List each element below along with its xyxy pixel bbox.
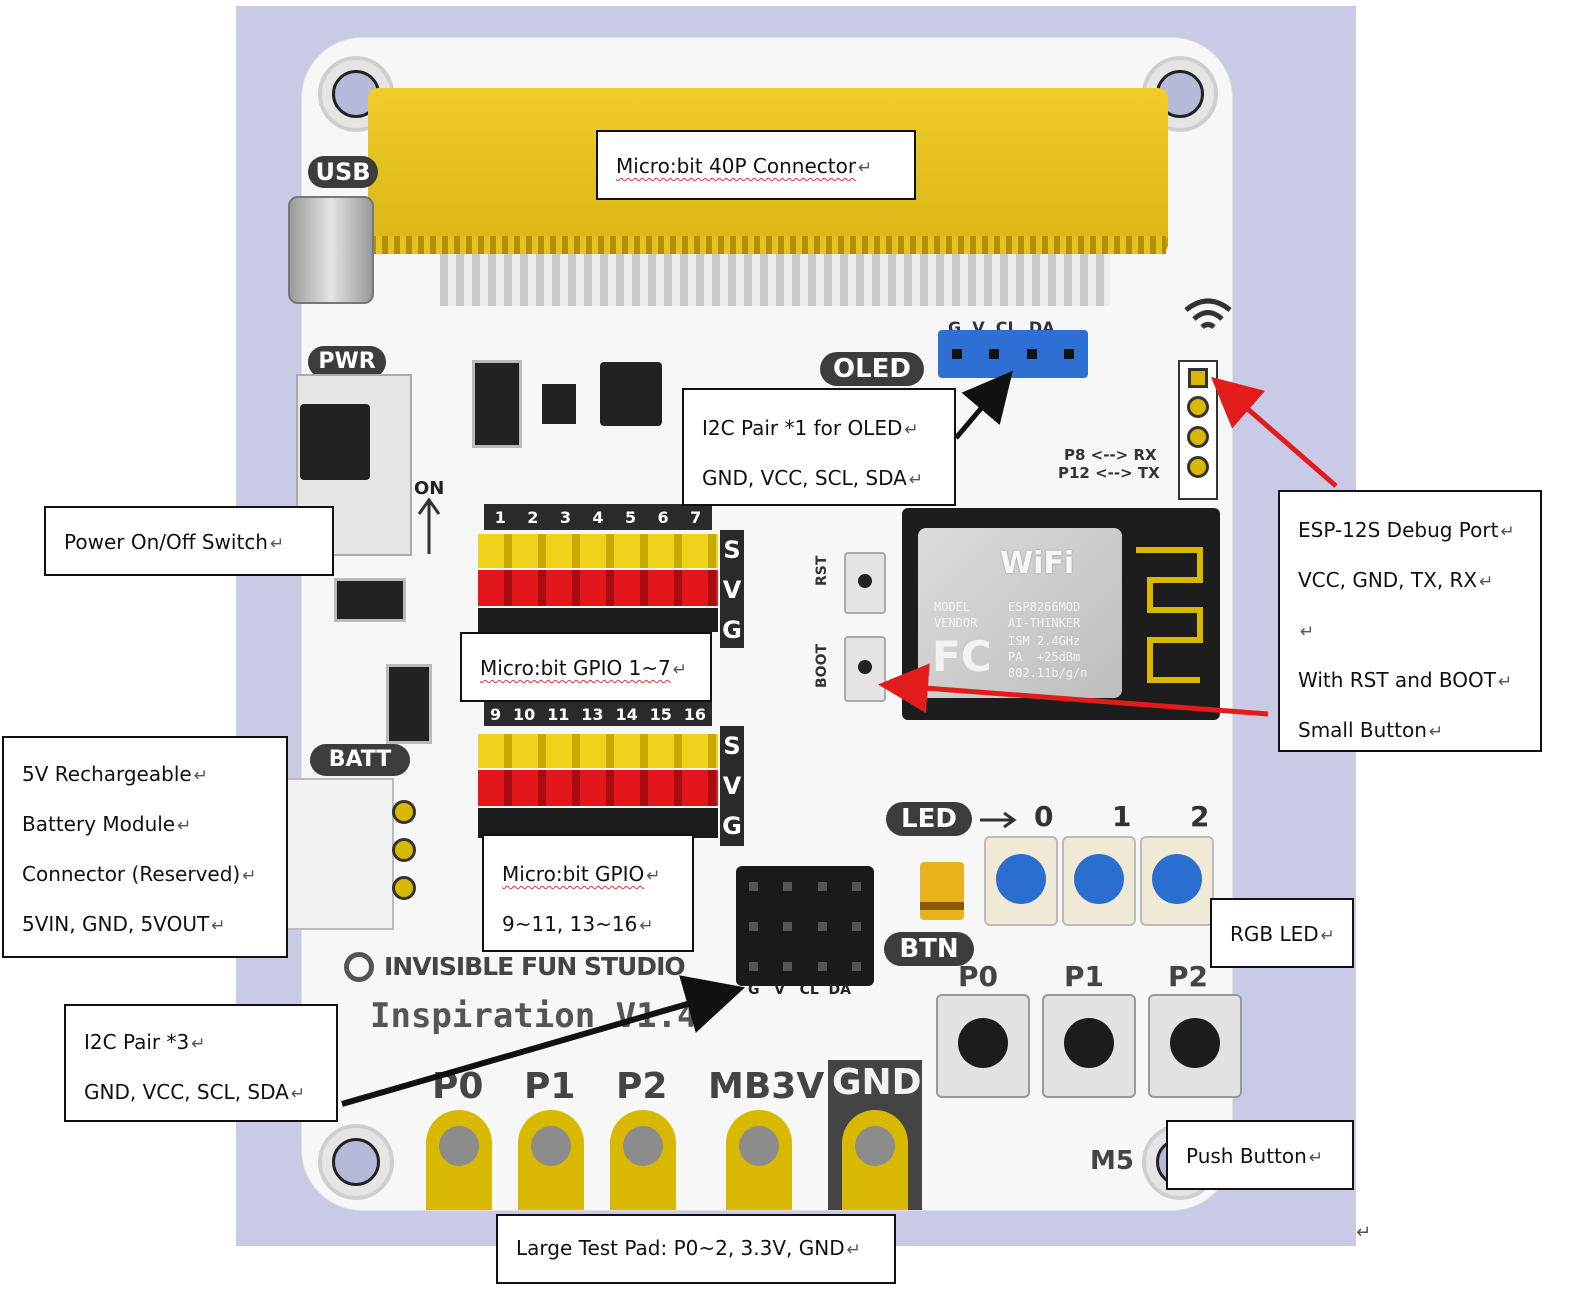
callout-esp-line-1: VCC, GND, TX, RX: [1298, 568, 1477, 592]
callout-connector-line-0: Micro:bit 40P Connector: [616, 154, 856, 178]
callout-push: Push Button↵: [1166, 1120, 1354, 1190]
callout-battery-line-1: Battery Module: [22, 812, 175, 836]
esp-debug-arrow: [1226, 390, 1336, 486]
callout-esp-line-4: Small Button: [1298, 718, 1427, 742]
callout-gpio-bottom-line-0: Micro:bit GPIO: [502, 862, 644, 886]
stray-return-mark: ↵: [1356, 1222, 1371, 1243]
callout-esp-line-3: With RST and BOOT: [1298, 668, 1496, 692]
callout-battery-line-2: Connector (Reserved): [22, 862, 240, 886]
callout-power-line-0: Power On/Off Switch: [64, 530, 268, 554]
callout-gpio-bottom: Micro:bit GPIO↵ 9~11, 13~16↵: [482, 834, 694, 952]
callout-oled-line-0: I2C Pair *1 for OLED: [702, 416, 902, 440]
i2c3-arrow: [342, 994, 722, 1104]
boot-arrow: [898, 686, 1268, 714]
callout-esp: ESP-12S Debug Port↵ VCC, GND, TX, RX↵ ↵ …: [1278, 490, 1542, 752]
callout-push-line-0: Push Button: [1186, 1144, 1307, 1168]
callout-i2c3-line-0: I2C Pair *3: [84, 1030, 189, 1054]
callout-battery-line-3: 5VIN, GND, 5VOUT: [22, 912, 209, 936]
callout-battery-line-0: 5V Rechargeable: [22, 762, 192, 786]
callout-rgb-line-0: RGB LED: [1230, 922, 1319, 946]
callout-battery: 5V Rechargeable↵ Battery Module↵ Connect…: [2, 736, 288, 958]
callout-power: Power On/Off Switch↵: [44, 506, 334, 576]
oled-arrow: [956, 386, 1000, 438]
callout-gpio-top: Micro:bit GPIO 1~7↵: [460, 632, 712, 702]
callout-i2c3-line-1: GND, VCC, SCL, SDA: [84, 1080, 289, 1104]
callout-pad-line-0: Large Test Pad: P0~2, 3.3V, GND: [516, 1236, 845, 1260]
callout-i2c3: I2C Pair *3↵ GND, VCC, SCL, SDA↵: [64, 1004, 338, 1122]
callout-connector: Micro:bit 40P Connector↵: [596, 130, 916, 200]
callout-rgb: RGB LED↵: [1210, 898, 1354, 968]
callout-gpio-top-line-0: Micro:bit GPIO 1~7: [480, 656, 671, 680]
callout-gpio-bottom-line-1: 9~11, 13~16: [502, 912, 637, 936]
callout-oled-line-1: GND, VCC, SCL, SDA: [702, 466, 907, 490]
callout-esp-line-0: ESP-12S Debug Port: [1298, 518, 1498, 542]
callout-oled: I2C Pair *1 for OLED↵ GND, VCC, SCL, SDA…: [682, 388, 956, 506]
callout-pad: Large Test Pad: P0~2, 3.3V, GND↵: [496, 1214, 896, 1284]
